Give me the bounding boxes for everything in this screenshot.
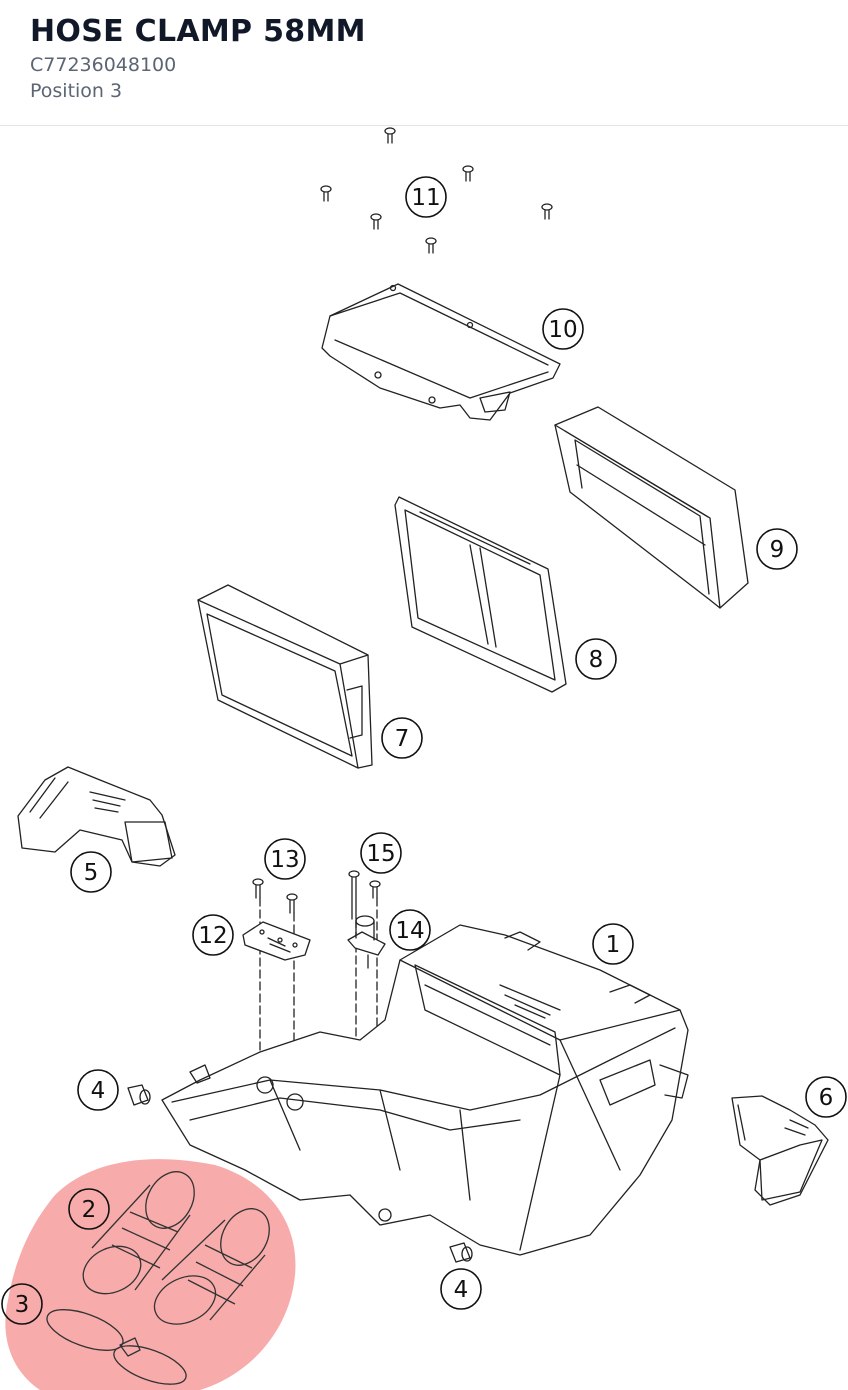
svg-text:11: 11 [411, 185, 440, 211]
svg-text:10: 10 [548, 317, 577, 343]
exploded-parts-diagram: 11 10 9 8 7 5 13 15 12 14 1 4 6 2 4 3 [1, 127, 847, 1390]
callout-8[interactable]: 8 [575, 638, 617, 680]
svg-text:3: 3 [15, 1292, 30, 1318]
grommet-lower [449, 1242, 473, 1263]
svg-text:13: 13 [270, 847, 299, 873]
screw-group-11 [320, 127, 553, 254]
intake-boot-left-part [82, 1171, 195, 1295]
intake-boot-right-part [153, 1208, 270, 1325]
callout-4-upper[interactable]: 4 [77, 1069, 119, 1111]
svg-text:7: 7 [395, 726, 410, 752]
svg-text:8: 8 [589, 647, 604, 673]
part-position: Position 3 [30, 80, 123, 102]
filter-frame-part [197, 584, 373, 769]
callout-4-lower[interactable]: 4 [440, 1268, 482, 1310]
svg-text:4: 4 [91, 1078, 106, 1104]
callout-2[interactable]: 2 [68, 1188, 110, 1230]
svg-text:6: 6 [819, 1085, 834, 1111]
airbox-cover-part [321, 283, 561, 421]
mounting-plate-part [242, 921, 311, 961]
callout-9[interactable]: 9 [756, 528, 798, 570]
callout-6[interactable]: 6 [805, 1076, 847, 1118]
hose-clamp-part [46, 1309, 187, 1385]
part-title: HOSE CLAMP 58MM [30, 14, 366, 49]
callout-5[interactable]: 5 [70, 851, 112, 893]
svg-text:1: 1 [606, 932, 621, 958]
callout-7[interactable]: 7 [381, 717, 423, 759]
callout-11[interactable]: 11 [405, 176, 447, 218]
part-header: HOSE CLAMP 58MM C77236048100 Position 3 [0, 0, 848, 126]
callout-1[interactable]: 1 [592, 923, 634, 965]
highlight-region-items-2-3 [5, 1159, 296, 1390]
callout-14[interactable]: 14 [389, 909, 431, 951]
airbox-housing-part [161, 924, 689, 1256]
callout-layer: 11 10 9 8 7 5 13 15 12 14 1 4 6 2 4 3 [1, 176, 847, 1325]
callout-10[interactable]: 10 [542, 308, 584, 350]
svg-text:15: 15 [366, 841, 395, 867]
callout-3[interactable]: 3 [1, 1283, 43, 1325]
callout-12[interactable]: 12 [192, 914, 234, 956]
air-filter-part [554, 406, 749, 609]
intake-duct-left-part [17, 766, 176, 867]
svg-text:5: 5 [84, 860, 99, 886]
part-number: C77236048100 [30, 54, 177, 76]
svg-text:14: 14 [395, 918, 424, 944]
callout-15[interactable]: 15 [360, 832, 402, 874]
svg-text:2: 2 [82, 1197, 97, 1223]
filter-cage-part [394, 496, 567, 693]
svg-text:4: 4 [454, 1277, 469, 1303]
grommet-upper [127, 1084, 151, 1106]
svg-text:12: 12 [198, 923, 227, 949]
callout-13[interactable]: 13 [264, 838, 306, 880]
intake-duct-right-part [731, 1095, 829, 1206]
svg-text:9: 9 [770, 537, 785, 563]
sensor-bracket-part [347, 915, 386, 969]
